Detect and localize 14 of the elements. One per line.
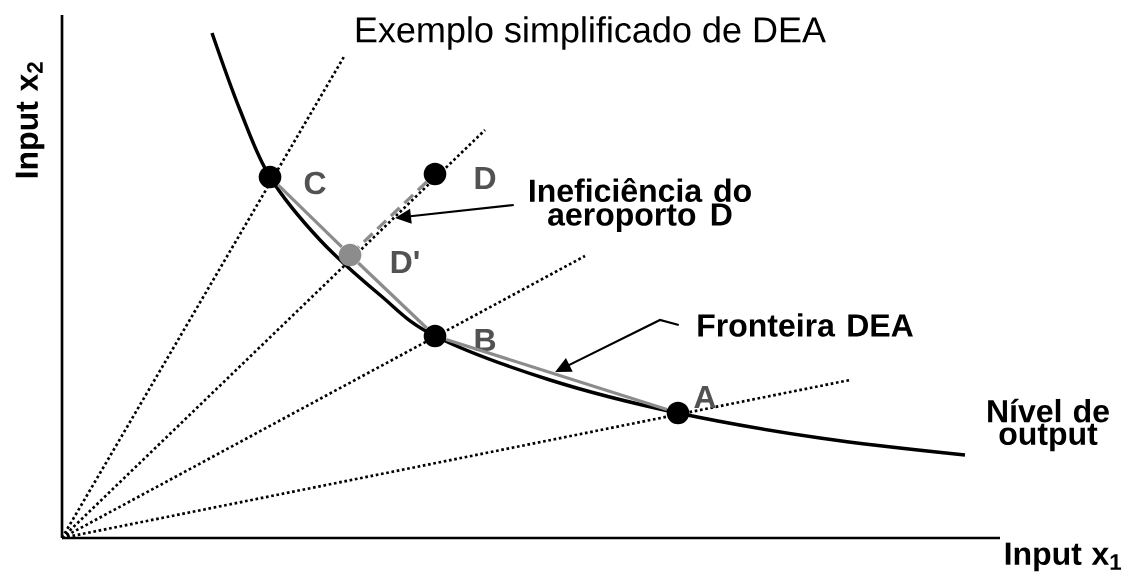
axis-label: Input x$_{2}$: [15, 62, 45, 178]
point-label: D': [391, 251, 419, 273]
axis-label: Nível de output: [988, 398, 1109, 452]
callout-text: Fronteira DEA: [698, 313, 913, 337]
frontier-line: [445, 337, 668, 411]
frontier-line: [277, 183, 343, 249]
axis-label: Input x$_{1}$: [1005, 542, 1122, 572]
frontier-line: [357, 261, 428, 330]
point-label: A: [694, 386, 716, 408]
callout-text: Ineficiência do aeroporto D: [529, 177, 751, 233]
title: Exemplo simplificado de DEA: [356, 16, 826, 50]
point-label: C: [304, 171, 326, 195]
dashed-line: [357, 180, 428, 249]
point-label: D: [475, 167, 496, 189]
